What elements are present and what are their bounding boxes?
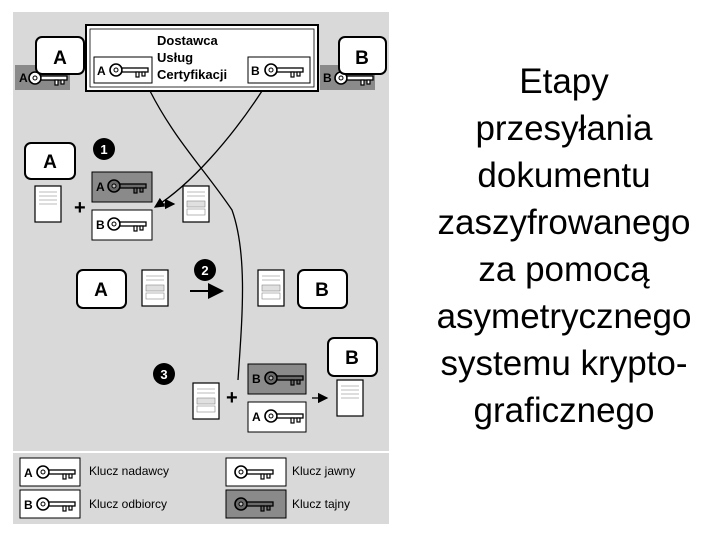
- legend: A Klucz nadawcy B Klucz odbiorcy Klucz j…: [19, 457, 355, 519]
- key-letter-b: B: [96, 218, 105, 232]
- document-icon: [34, 185, 62, 223]
- encrypted-document-icon: [257, 269, 285, 307]
- plus-sign: +: [74, 197, 86, 219]
- encrypted-document-icon: [192, 382, 220, 420]
- key-letter-a: A: [19, 71, 28, 85]
- step-number-badge: [194, 259, 216, 281]
- key-letter-a: A: [96, 180, 105, 194]
- provider-line1: Dostawca: [157, 33, 218, 48]
- caption-line: dokumentu: [477, 156, 651, 195]
- document-icon: [336, 379, 364, 417]
- key-letter-a: A: [252, 410, 261, 424]
- caption-line: graficznego: [473, 391, 655, 430]
- party-a-label: A: [53, 48, 67, 69]
- legend-sender-key: Klucz nadawcy: [89, 464, 169, 478]
- key-letter-a: A: [24, 466, 33, 480]
- party-b-label: B: [315, 280, 329, 301]
- encrypted-document-icon: [141, 269, 169, 307]
- party-b-label: B: [345, 348, 359, 369]
- party-b-label: B: [355, 48, 369, 69]
- caption-line: zaszyfrowanego: [437, 203, 691, 242]
- legend-private-key: Klucz tajny: [292, 497, 350, 511]
- party-a-label: A: [43, 152, 57, 173]
- encryption-diagram: A A Dostawca Usług Certyfikacji A B B B …: [13, 12, 389, 524]
- key-letter-b: B: [24, 498, 33, 512]
- step-2: A 2 B: [76, 259, 348, 309]
- key-letter-b: B: [251, 64, 260, 78]
- step-3-number: 3: [160, 367, 167, 382]
- caption-line: za pomocą: [478, 250, 650, 289]
- step-number-badge: [93, 138, 115, 160]
- legend-receiver-key: Klucz odbiorcy: [89, 497, 167, 511]
- key-letter-a: A: [97, 64, 106, 78]
- encrypted-document-icon: [182, 185, 210, 223]
- certification-provider: Dostawca Usług Certyfikacji A B: [85, 24, 319, 92]
- step-1-number: 1: [100, 142, 107, 157]
- plus-sign: +: [226, 387, 238, 409]
- public-key-a-path: [153, 90, 263, 208]
- key-letter-b: B: [252, 372, 261, 386]
- provider-line3: Certyfikacji: [157, 67, 227, 82]
- key-letter-b: B: [323, 71, 332, 85]
- provider-line2: Usług: [157, 50, 193, 65]
- slide-caption: Etapy przesyłania dokumentu zaszyfrowane…: [408, 58, 720, 434]
- legend-public-key: Klucz jawny: [292, 464, 355, 478]
- step-3: 3 + B A B: [153, 337, 378, 433]
- step-1: A 1 A + B: [24, 138, 210, 241]
- step-2-number: 2: [201, 263, 208, 278]
- step-number-badge: [153, 363, 175, 385]
- party-a-label: A: [94, 280, 108, 301]
- party-a-top: A A: [15, 36, 85, 90]
- caption-line: przesyłania: [475, 109, 653, 148]
- caption-line: Etapy: [519, 62, 609, 101]
- public-key-b-path: [149, 90, 244, 381]
- party-b-top: B B: [320, 36, 387, 90]
- caption-line: asymetrycznego: [436, 297, 692, 336]
- caption-line: systemu krypto-: [440, 344, 688, 383]
